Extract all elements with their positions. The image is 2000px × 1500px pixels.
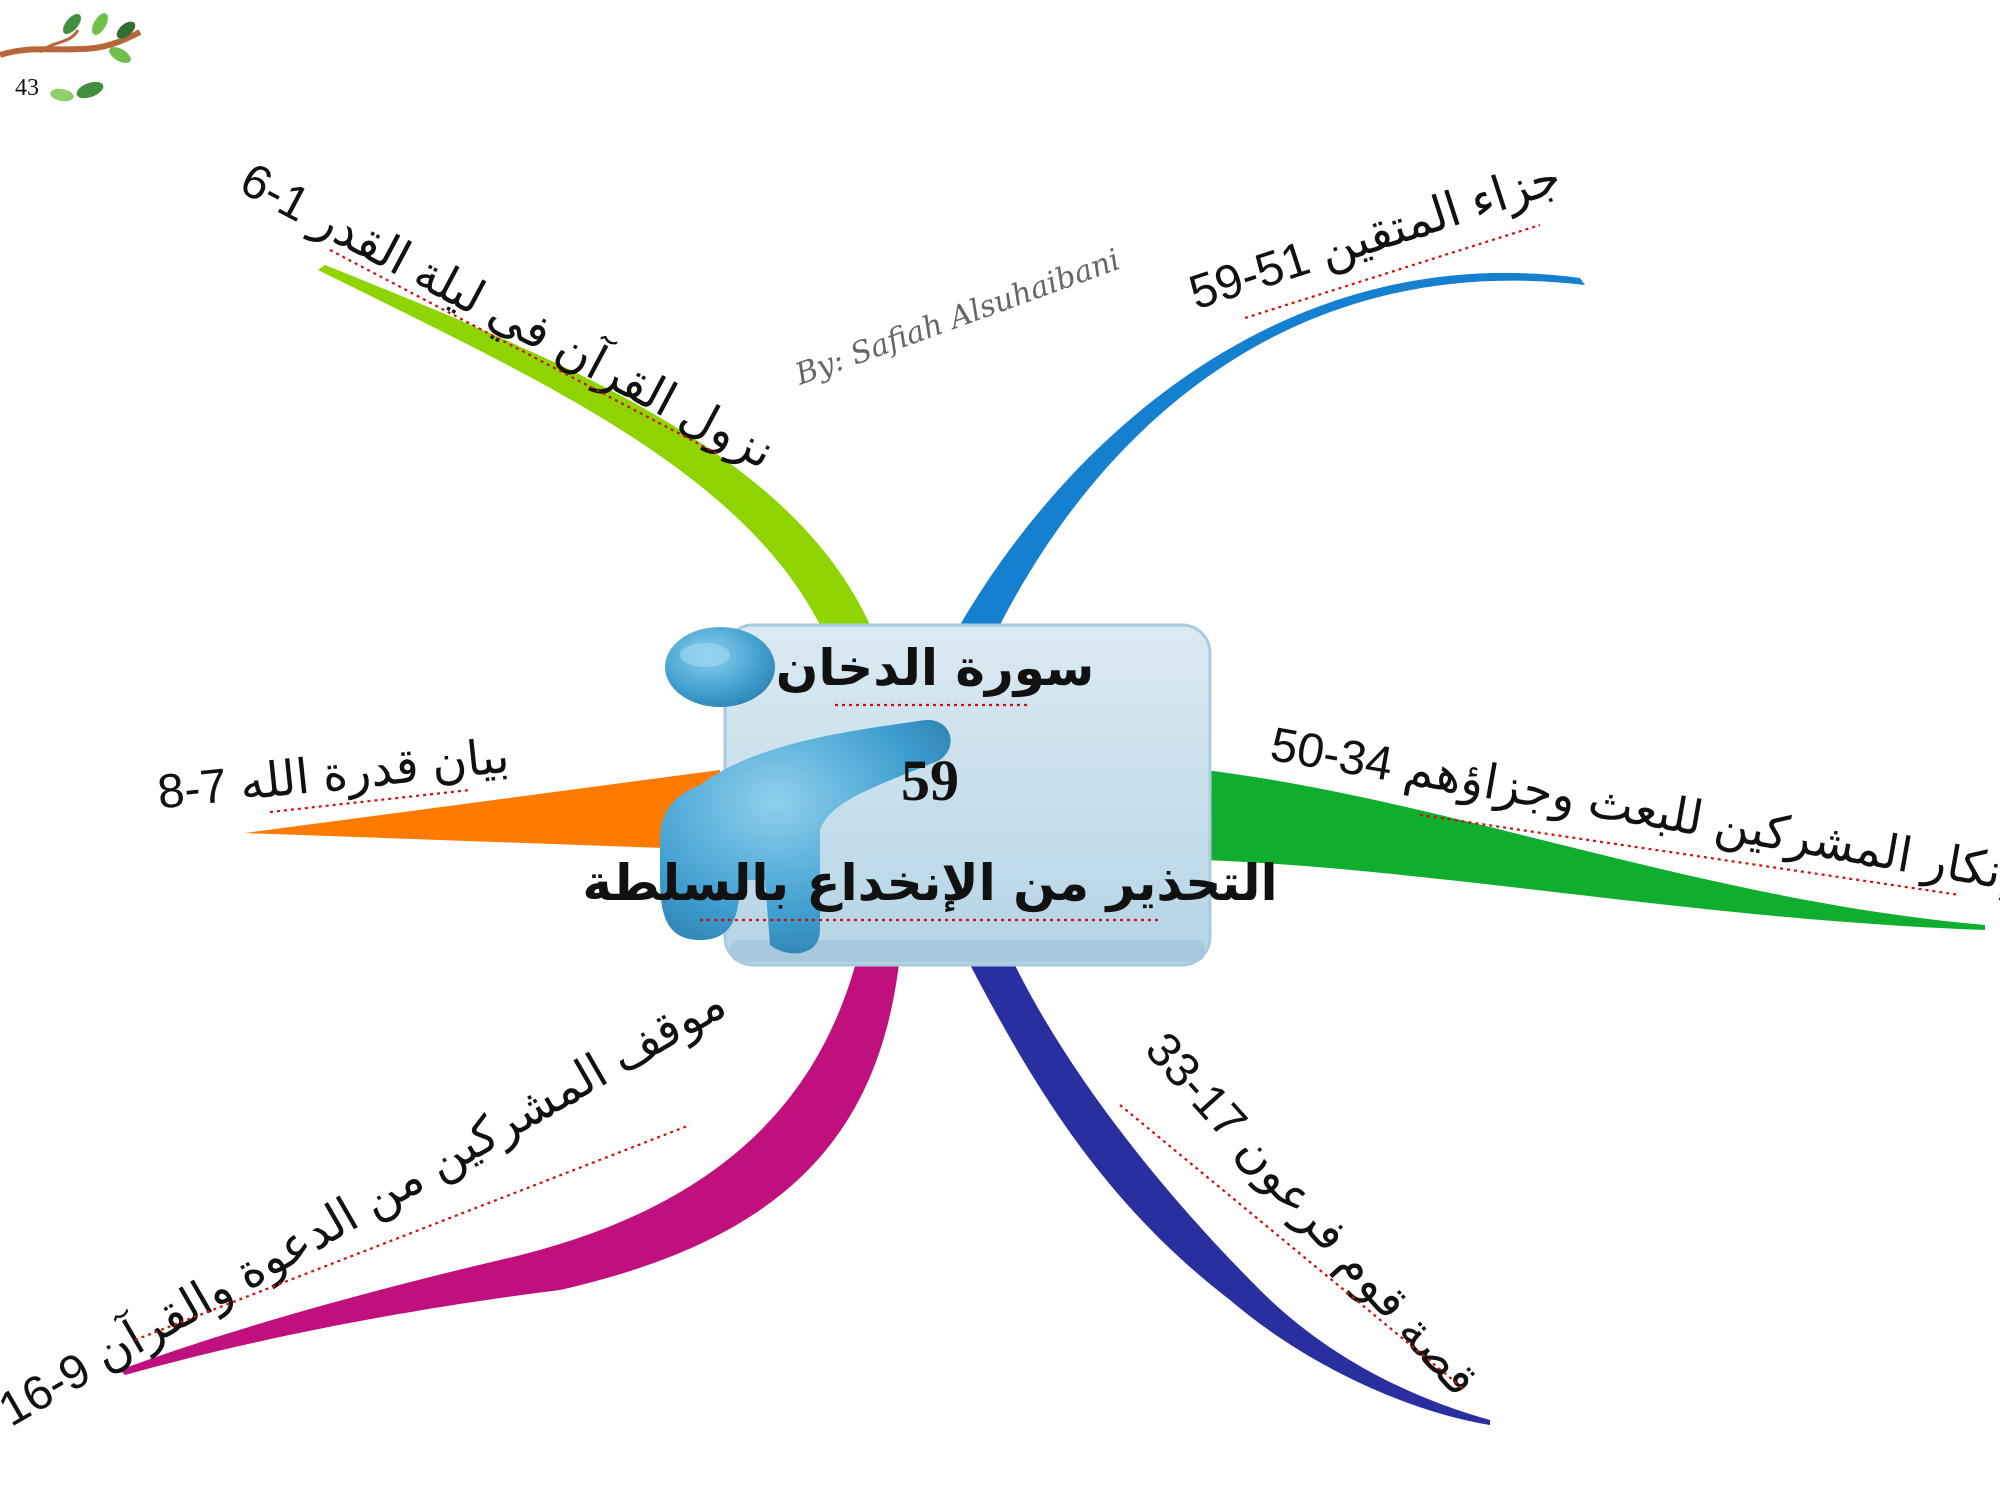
branch-label-polytheists-stance: موقف المشركين من الدعوة والقرآن 9-16 xyxy=(0,973,735,1438)
branch-ribbon-power-of-allah xyxy=(245,770,720,850)
branch-label-quran-revelation: نزول القرآن في ليلة القدر 1-6 xyxy=(231,150,784,481)
surah-number: 59 xyxy=(901,748,959,813)
author-credit: By: Safiah Alsuhaibani xyxy=(790,242,1125,392)
leaf-icon xyxy=(109,47,131,63)
branch-ribbon-reward-righteous xyxy=(960,272,1585,625)
leaf-icon xyxy=(63,14,81,34)
corner-branch-decoration xyxy=(0,13,142,102)
branch-ribbon-denial-resurrection xyxy=(1205,770,1985,930)
surah-name: سورة الدخان xyxy=(776,639,1095,698)
page-number: 43 xyxy=(15,75,39,101)
branch-label-quran-revelation-group: نزول القرآن في ليلة القدر 1-6 xyxy=(231,150,784,481)
person-figure-icon xyxy=(660,627,951,954)
leaf-icon xyxy=(92,13,108,35)
branch-ribbon-polytheists-stance xyxy=(120,955,900,1375)
center-node: سورة الدخان 59 التحذير من الإنخداع بالسل… xyxy=(582,623,1278,967)
leaf-icon xyxy=(76,81,104,99)
surah-theme: التحذير من الإنخداع بالسلطة xyxy=(582,854,1277,913)
branch-ribbon-pharaoh-story xyxy=(965,955,1490,1425)
leaf-icon xyxy=(50,88,74,102)
branch-ribbon-quran-revelation xyxy=(318,265,870,625)
branch-label-polytheists-stance-group: موقف المشركين من الدعوة والقرآن 9-16 xyxy=(0,973,735,1438)
leaf-icon xyxy=(116,21,136,39)
